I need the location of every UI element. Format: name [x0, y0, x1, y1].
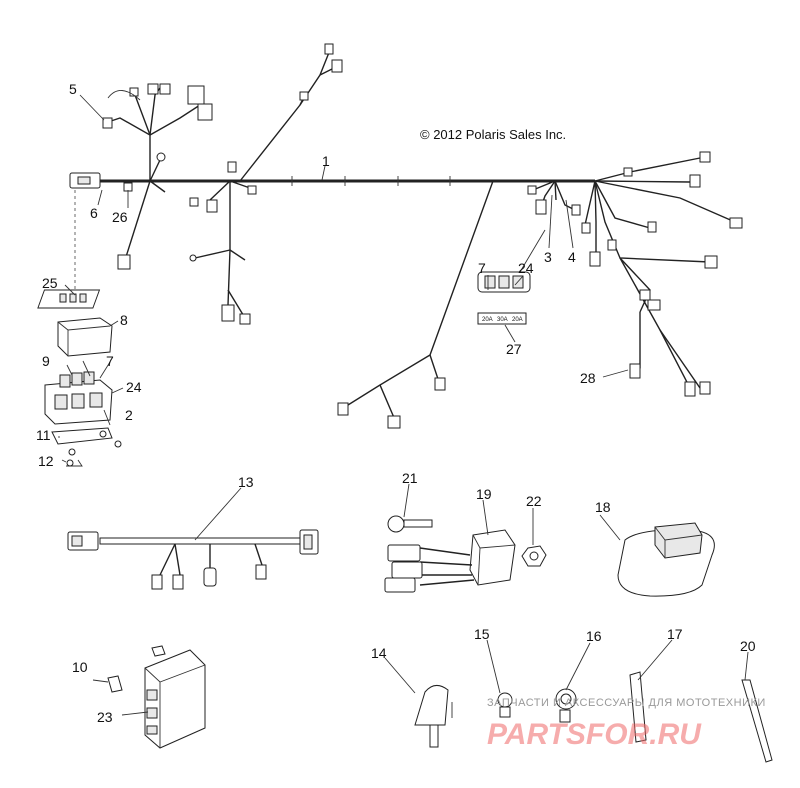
fuse-box-assembly: [37, 190, 122, 467]
callout-12: 12: [38, 453, 54, 469]
sub-harness: [67, 529, 319, 590]
copyright-notice: © 2012 Polaris Sales Inc.: [420, 127, 566, 142]
watermark: ЗАПЧАСТИ И АКСЕССУАРЫ ДЛЯ МОТОТЕХНИКИ PA…: [487, 697, 766, 751]
fuse-label-2: 30A: [497, 317, 508, 323]
callout-3: 3: [544, 249, 552, 265]
harness-connectors: [69, 43, 743, 429]
clamps: [497, 688, 577, 723]
callout-16: 16: [586, 628, 602, 644]
callout-24-fuse: 24: [126, 379, 142, 395]
callout-7-fuse: 7: [106, 353, 114, 369]
cable-ties: [629, 671, 773, 763]
callout-25: 25: [42, 275, 58, 291]
watermark-brand: PARTSFOR.RU: [487, 718, 702, 751]
callout-4: 4: [568, 249, 576, 265]
callout-6: 6: [90, 205, 98, 221]
leader-lines: [58, 94, 749, 716]
callout-11: 11: [36, 427, 51, 443]
callout-14: 14: [371, 645, 387, 661]
watermark-tagline: ЗАПЧАСТИ И АКСЕССУАРЫ ДЛЯ МОТОТЕХНИКИ: [487, 697, 766, 709]
callout-1: 1: [322, 153, 330, 169]
mounting-bracket: [414, 685, 453, 748]
callout-21: 21: [402, 470, 418, 486]
callout-26: 26: [112, 209, 128, 225]
callout-2: 2: [125, 407, 133, 423]
callout-15: 15: [474, 626, 490, 642]
callout-19: 19: [476, 486, 492, 502]
relay-socket-assembly: 20A 30A 20A: [477, 229, 546, 325]
callout-8: 8: [120, 312, 128, 328]
callout-13: 13: [238, 474, 254, 490]
callout-9: 9: [42, 353, 50, 369]
fuse-label-3: 20A: [512, 317, 523, 323]
callout-20: 20: [740, 638, 756, 654]
callout-17: 17: [667, 626, 683, 642]
fuse-label-1: 20A: [482, 317, 493, 323]
callout-10: 10: [72, 659, 88, 675]
callout-18: 18: [595, 499, 611, 515]
callout-24-relay: 24: [518, 260, 534, 276]
callout-23: 23: [97, 709, 113, 725]
callout-22: 22: [526, 493, 542, 509]
foam-pad: [617, 522, 715, 597]
callout-28: 28: [580, 370, 596, 386]
callout-5: 5: [69, 81, 77, 97]
callout-7-relay: 7: [478, 260, 486, 276]
relay-harness-module: [384, 515, 547, 593]
callout-labels: 1 2 3 4 5 6 7 7 8 9 10 11 12 13 14 15 16…: [36, 81, 756, 725]
ecu-module: [107, 645, 206, 749]
callout-27: 27: [506, 341, 522, 357]
